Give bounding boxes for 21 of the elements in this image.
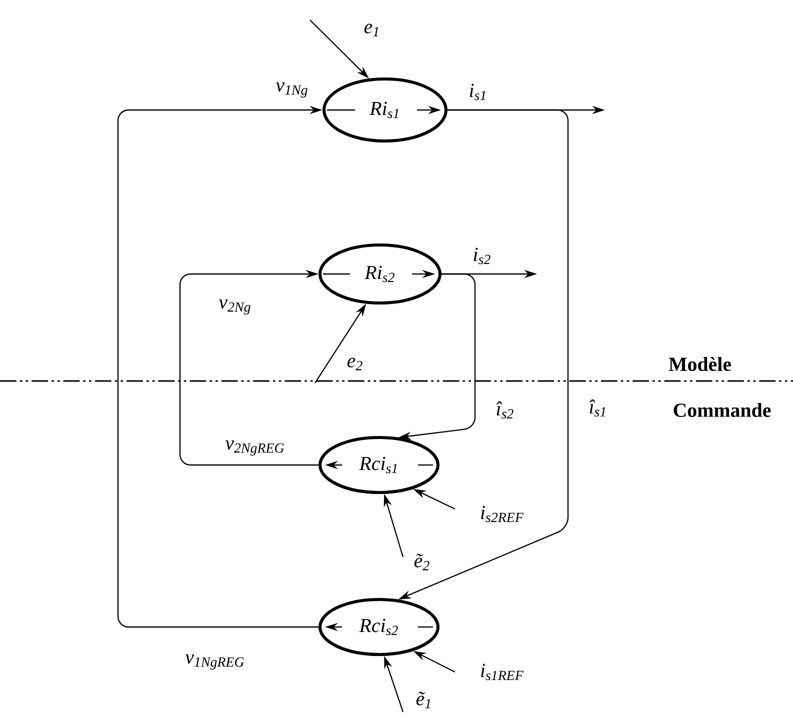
edge-label: v$_{1Ng}$ [276,82,308,98]
edge-label: v$_{2Ng}$ [218,299,250,315]
arrow [179,270,318,466]
edge-label: ẽ$_{1}$ [416,692,430,708]
region-label: Commande [674,403,771,417]
edge-label: i$_{s2}$ [474,248,490,264]
signal-label: v$_{2NgREG}$ [225,440,284,456]
edge-label: i$_{s2REF}$ [481,506,524,522]
ellipse-node: Ri$_{s2}$ [318,243,442,305]
edge-label: i$_{s1}$ [470,84,486,100]
ellipse-node: Ri$_{s1}$ [322,77,448,143]
edge-label: ẽ$_{2}$ [414,554,430,570]
edge-label: e$_{1}$ [364,24,378,36]
signal-label: v$_{1NgREG}$ [185,654,244,670]
edge-label: i$_{s1REF}$ [481,664,524,680]
ellipse-node: Rci$_{s1}$ [318,436,440,494]
region-label: Modèle [668,356,732,372]
ellipse-node: Rci$_{s2}$ [318,598,440,656]
edge-label: î$_{s2}$ [496,401,514,418]
edge-label: e$_{2}$ [347,358,362,370]
edge-label: î$_{s1}$ [589,399,606,416]
